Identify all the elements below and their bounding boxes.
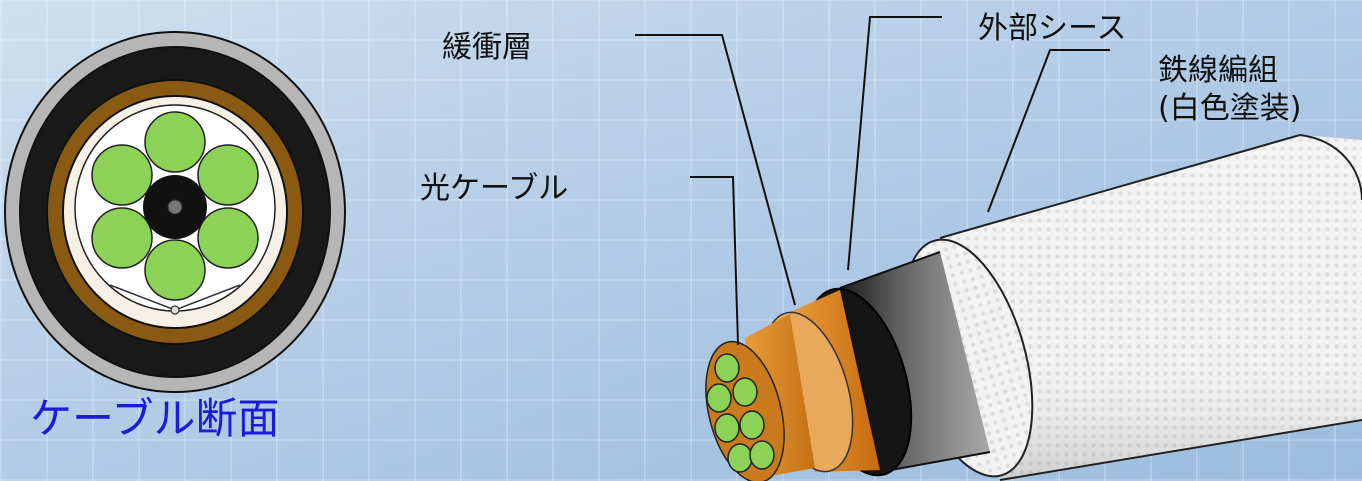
fiber-bottom-left (91, 207, 153, 269)
wire-braid-leader (987, 49, 1110, 213)
optical-cable-leader (690, 176, 739, 346)
fiber-top-left (91, 144, 153, 206)
label-wire-braid-line1: 鉄線編組 (1158, 53, 1278, 88)
buffer-leader (635, 34, 796, 306)
label-wire-braid-line2: (白色塗装) (1158, 91, 1301, 126)
leader-lines (635, 16, 1110, 346)
fiber-top-right (197, 144, 259, 206)
cable-3d (705, 134, 1362, 481)
cross-section (4, 31, 346, 393)
caption-cable-cross-section: ケーブル断面 (30, 394, 279, 443)
fiber-top (144, 111, 206, 173)
label-optical-cable: 光ケーブル (420, 171, 568, 206)
outer-sheath-leader (847, 16, 942, 271)
fiber-bottom (144, 239, 206, 301)
label-buffer-layer: 緩衝層 (442, 30, 532, 65)
label-outer-sheath: 外部シース (978, 11, 1127, 46)
fiber-bottom-right (197, 207, 259, 269)
central-core (167, 199, 183, 215)
